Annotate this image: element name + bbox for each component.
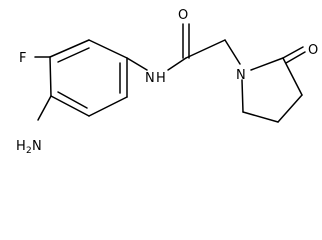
lactam-o-label: O [308,43,318,58]
lactam-ring-bond [282,57,303,96]
ring-bond [49,56,52,97]
ring-double-bond [57,47,90,63]
amine-n-label: N [32,139,42,154]
nh-carbonyl-bond [167,57,187,71]
lactam-ring-bond [241,79,244,113]
fluorine-label: F [19,51,26,66]
lactam-carbonyl-double-bond [282,46,304,59]
c-nh2-bond [37,95,52,121]
ring-n-label: N [236,68,246,83]
c-nh-bond [126,57,148,71]
ring-bond [49,39,90,58]
ring-double-bond [57,91,88,109]
ch2-ring-n-bond [224,39,241,65]
ring-bond [88,96,128,117]
amide-h-label: H [156,71,166,86]
amide-n-label: N [145,71,155,86]
chemical-structure: F H 2 N N H O N O [16,8,318,156]
ring-bond [50,95,90,117]
carbonyl-ch2-bond [185,39,226,59]
lactam-ring-bond [250,57,284,71]
ring-bond [88,39,128,59]
amide-o-label: O [178,8,188,23]
amine-h-label: H [16,139,26,154]
lactam-ring-bond [277,94,303,123]
lactam-carbonyl-double-bond [285,51,306,64]
amine-h-subscript: 2 [26,146,32,156]
benzene-ring [49,39,128,117]
lactam-ring-bond [242,111,279,123]
